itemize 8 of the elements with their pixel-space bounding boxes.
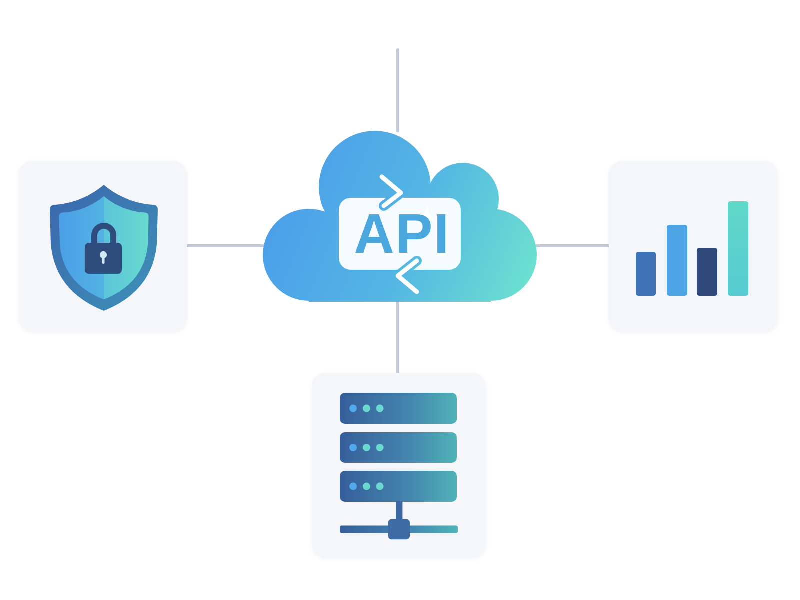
api-label: API [354,213,450,255]
connector-line [396,48,400,132]
icon-card [609,161,778,332]
connector-line [536,244,610,248]
connector-line [186,244,264,248]
icon-card [312,373,486,558]
icon-card [19,161,187,332]
connector-line [396,300,400,374]
